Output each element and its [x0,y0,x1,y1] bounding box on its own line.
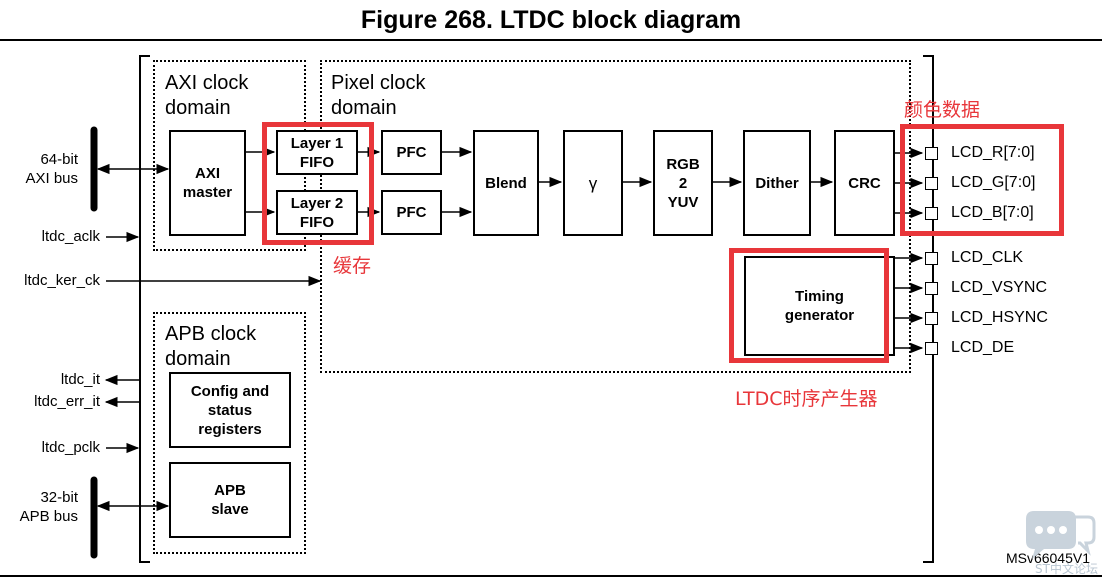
ltdc-pclk-label: ltdc_pclk [41,439,100,456]
crc-block: CRC [834,130,895,236]
lcd-g-pin [925,177,938,190]
top-rule [0,39,1102,41]
axi-clock-domain-label: AXI clock domain [165,72,249,119]
lcd-r-pin [925,147,938,160]
fifo-highlight-box [262,122,374,245]
lcd-b-label: LCD_B[7:0] [951,204,1034,221]
buffer-annotation: 缓存 [333,255,372,277]
figure-title: Figure 268. LTDC block diagram [360,6,742,34]
layer2-fifo-block: Layer 2 FIFO [276,190,358,235]
layer1-fifo-block: Layer 1 FIFO [276,130,358,175]
forum-watermark-text: ST中文论坛 [1035,562,1098,576]
lcd-g-label: LCD_G[7:0] [951,174,1036,191]
lcd-clk-label: LCD_CLK [951,249,1024,266]
apb-slave-block: APB slave [169,462,291,538]
apb-bus-label: 32-bit APB bus [19,489,78,525]
ltdc-ker-ck-label: ltdc_ker_ck [24,272,100,289]
apb-clock-domain-label: APB clock domain [165,323,257,370]
ltdc-err-it-label: ltdc_err_it [34,393,100,410]
pixel-clock-domain-label: Pixel clock domain [331,72,426,119]
timing-generator-highlight-box [729,248,889,363]
rgb2yuv-block: RGB 2 YUV [653,130,713,236]
forum-watermark-icon [1026,511,1096,559]
blend-block: Blend [473,130,539,236]
color-data-highlight-box [900,124,1064,236]
dither-block: Dither [743,130,811,236]
pfc1-block: PFC [381,130,442,175]
gamma-block: γ [563,130,623,236]
pfc2-block: PFC [381,190,442,235]
lcd-hsync-pin [925,312,938,325]
lcd-b-pin [925,207,938,220]
ltdc-aclk-label: ltdc_aclk [41,228,100,245]
axi-bus-label: 64-bit AXI bus [25,151,78,187]
lcd-de-pin [925,342,938,355]
apb-clock-domain [153,312,306,554]
lcd-clk-pin [925,252,938,265]
bottom-rule [0,575,1102,577]
timing-generator-block: Timing generator [744,256,895,356]
color-data-annotation: 颜色数据 [904,99,981,121]
config-status-registers-block: Config and status registers [169,372,291,448]
lcd-vsync-pin [925,282,938,295]
timing-generator-annotation: LTDC时序产生器 [735,388,878,410]
axi-master-block: AXI master [169,130,246,236]
lcd-de-label: LCD_DE [951,339,1015,356]
lcd-vsync-label: LCD_VSYNC [951,279,1048,296]
lcd-r-label: LCD_R[7:0] [951,144,1035,161]
figure-reference: MSv66045V1 [1005,550,1090,566]
lcd-hsync-label: LCD_HSYNC [951,309,1048,326]
ltdc-it-label: ltdc_it [60,371,100,388]
